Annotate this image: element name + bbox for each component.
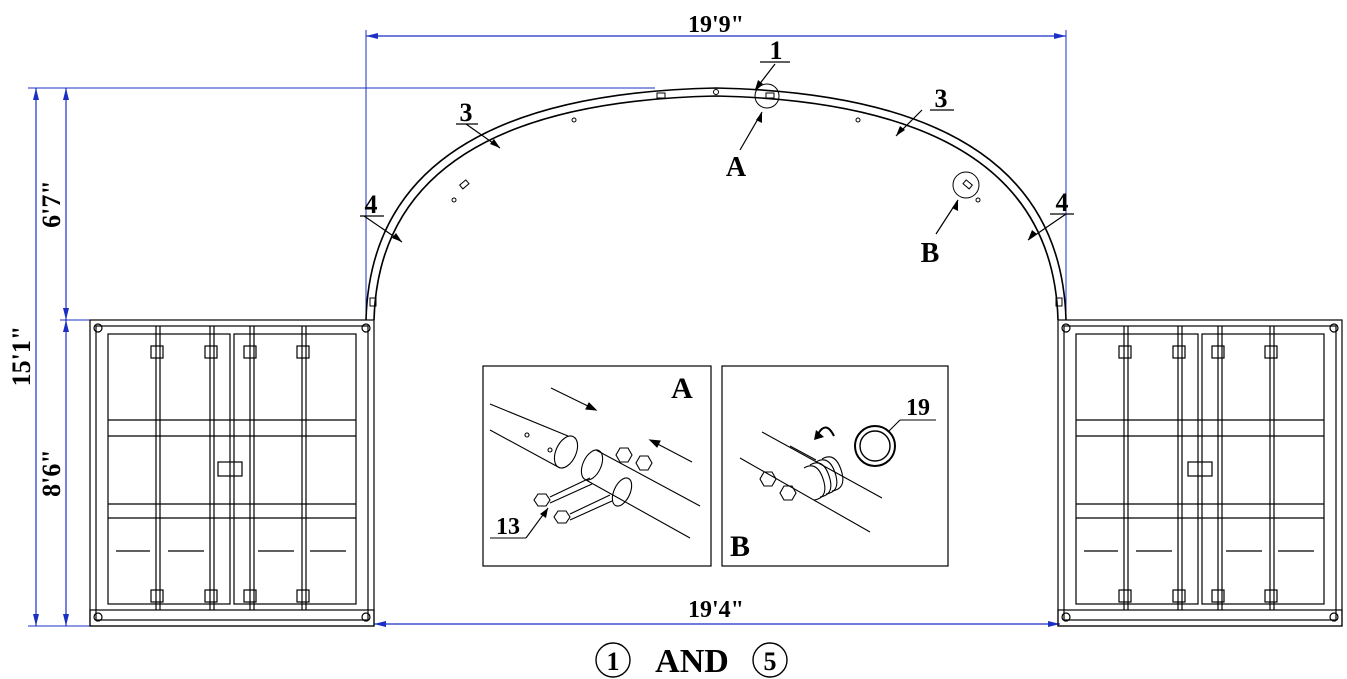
detail-b-label: B xyxy=(730,530,750,563)
arch-height-label: 6'7" xyxy=(37,180,66,228)
arch-frame xyxy=(365,83,1067,321)
caption-number-1: 1 xyxy=(607,647,620,676)
callout-4-left: 4 xyxy=(365,190,378,219)
caption: 1 AND 5 xyxy=(595,642,788,679)
callout-3-right: 3 xyxy=(935,84,948,113)
container-height-label: 8'6" xyxy=(37,449,66,497)
ring-callout-19: 19 xyxy=(906,395,930,421)
total-height-label: 15'1" xyxy=(7,326,36,387)
callout-1: 1 xyxy=(770,36,783,65)
left-container xyxy=(89,319,375,627)
detail-a-label: A xyxy=(671,372,693,405)
callout-4-right: 4 xyxy=(1056,188,1069,217)
top-width-label: 19'9" xyxy=(688,12,744,38)
bottom-width-label: 19'4" xyxy=(688,597,744,623)
bolt-callout-13: 13 xyxy=(496,514,520,540)
callout-3-left: 3 xyxy=(460,98,473,127)
right-container xyxy=(1057,319,1343,627)
dimension-lines xyxy=(28,30,1067,627)
detail-b-marker: B xyxy=(921,238,940,269)
detail-a-panel xyxy=(482,365,712,567)
caption-number-5: 5 xyxy=(764,647,777,676)
detail-b-panel xyxy=(721,365,949,567)
caption-and: AND xyxy=(655,643,729,679)
detail-a-marker: A xyxy=(726,152,747,183)
